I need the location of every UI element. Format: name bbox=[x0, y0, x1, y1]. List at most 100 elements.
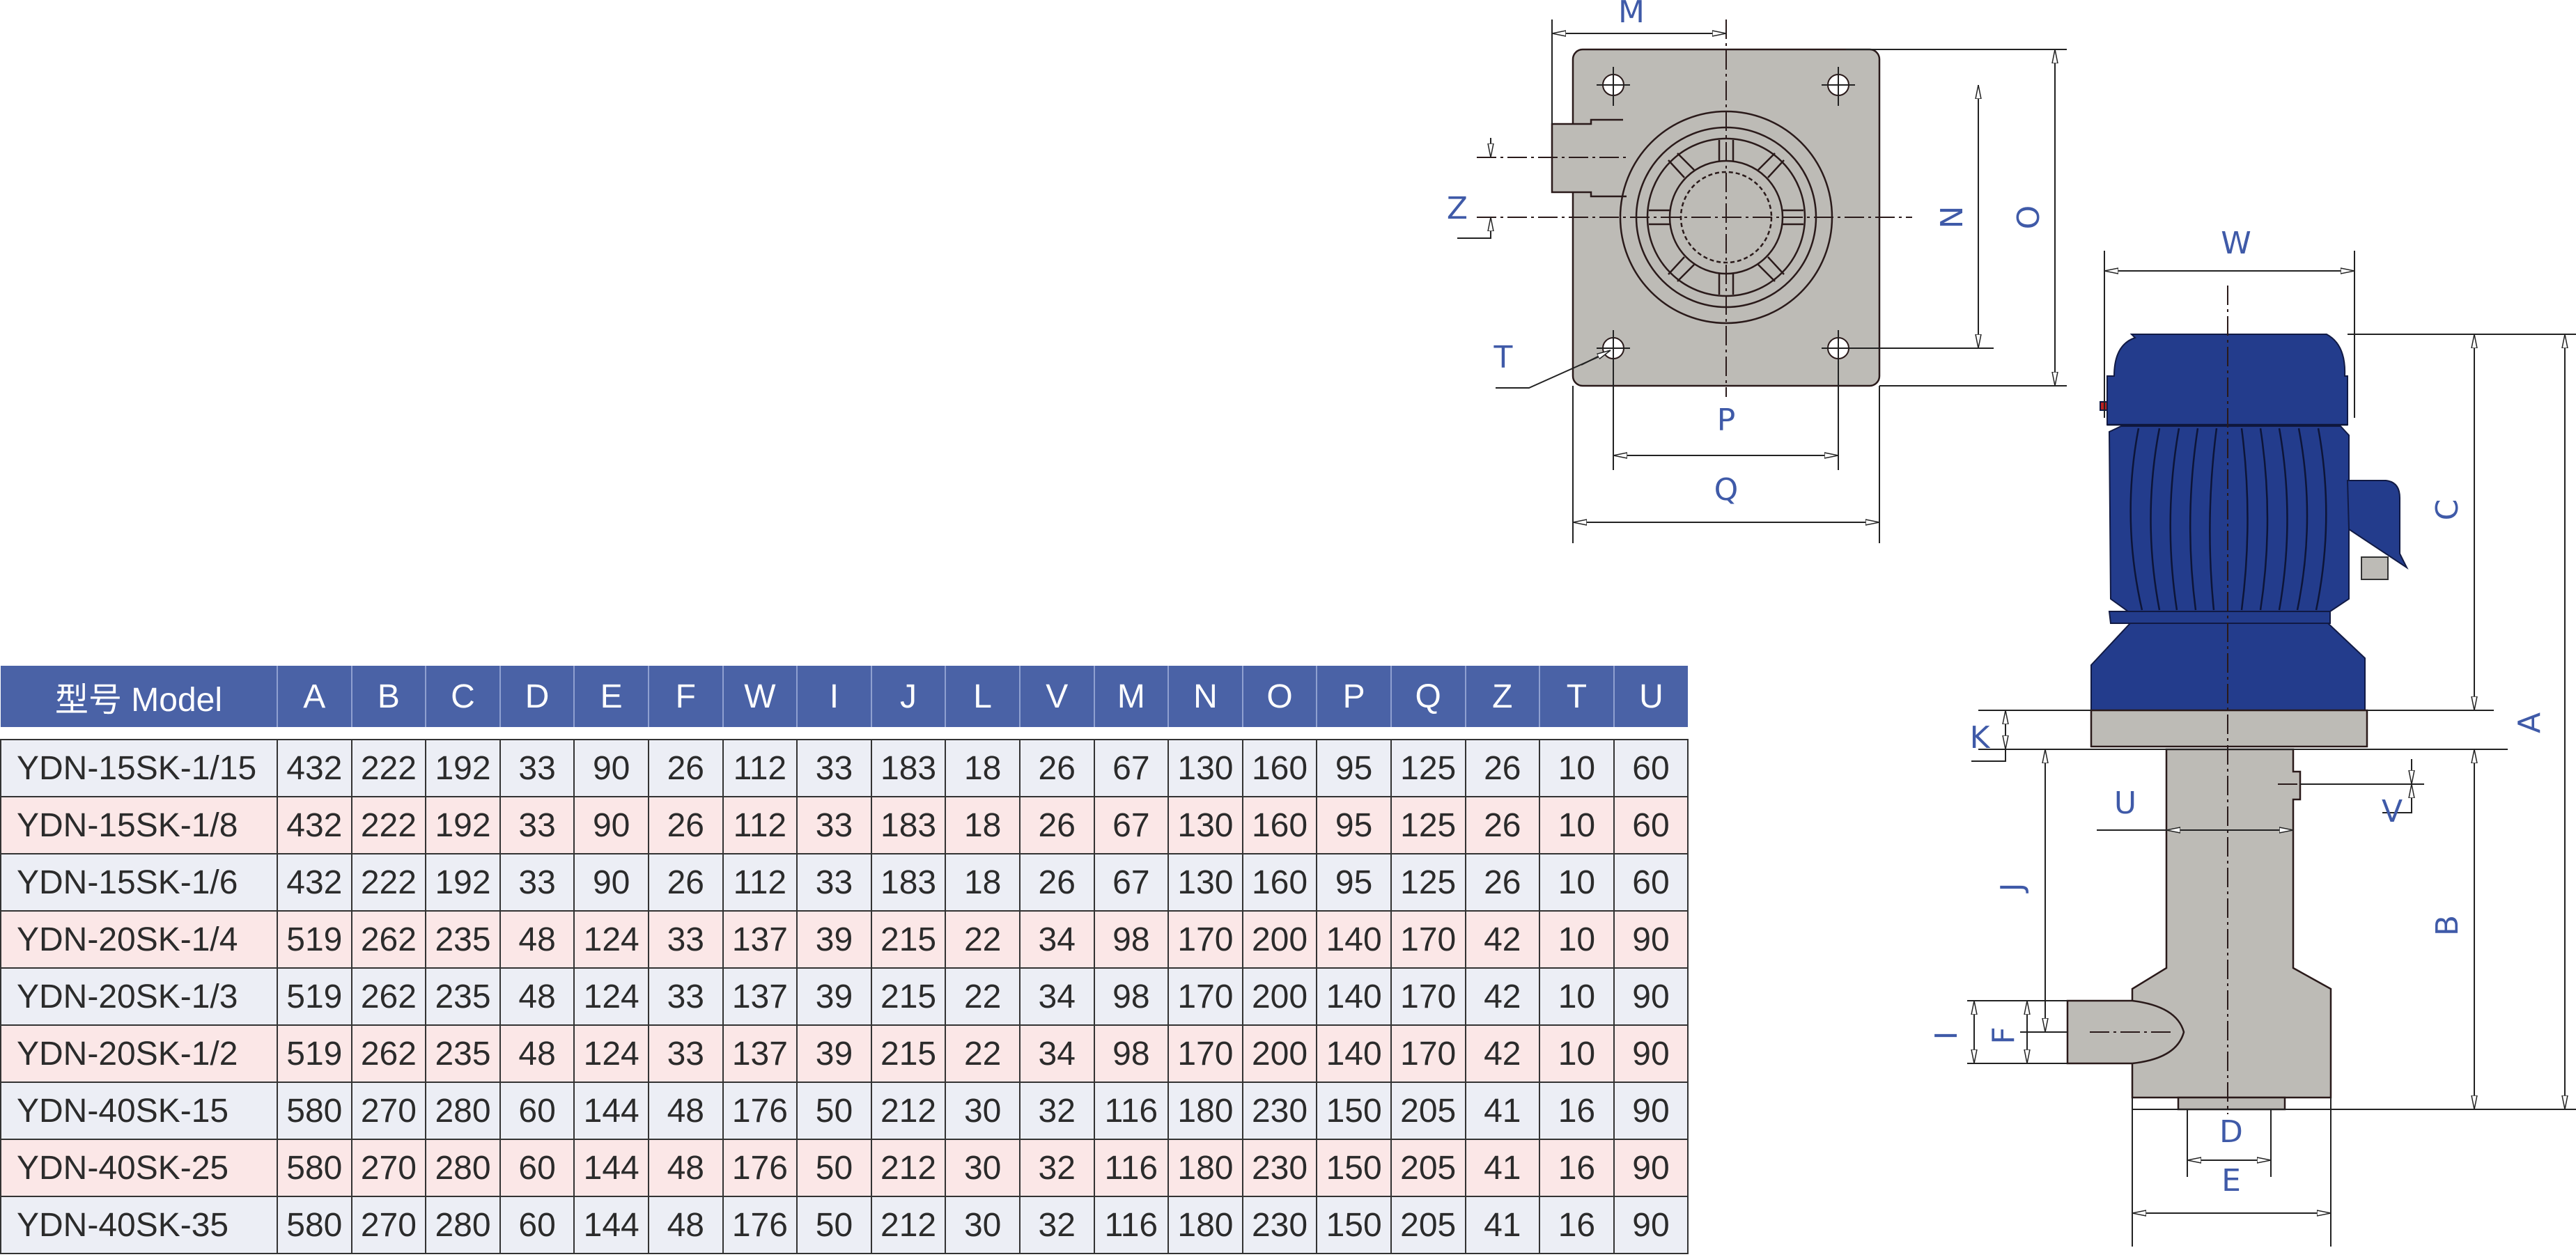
dimension-cell-b: 270 bbox=[350, 1082, 427, 1140]
dim-label-w: W bbox=[2221, 226, 2251, 261]
column-header-j: J bbox=[870, 666, 946, 727]
dimension-cell-a: 580 bbox=[277, 1139, 352, 1197]
dimension-cell-j: 215 bbox=[870, 1024, 947, 1083]
dimension-cell-t: 16 bbox=[1539, 1139, 1615, 1197]
model-cell: YDN-40SK-15 bbox=[0, 1082, 278, 1140]
dimension-cell-v: 32 bbox=[1018, 1196, 1095, 1254]
dim-label-p: P bbox=[1717, 403, 1736, 438]
dimension-cell-f: 48 bbox=[647, 1082, 724, 1140]
model-cell: YDN-40SK-25 bbox=[0, 1139, 278, 1197]
dimension-cell-q: 125 bbox=[1390, 739, 1466, 797]
dimension-cell-m: 116 bbox=[1093, 1139, 1170, 1197]
dimension-cell-d: 48 bbox=[499, 1024, 575, 1083]
dim-label-t: T bbox=[1493, 340, 1513, 375]
dimension-cell-e: 124 bbox=[573, 1024, 649, 1083]
dim-label-d: D bbox=[2219, 1114, 2243, 1150]
dimension-cell-l: 30 bbox=[945, 1196, 1021, 1254]
column-header-v: V bbox=[1018, 666, 1094, 727]
dimension-cell-q: 170 bbox=[1390, 1024, 1466, 1083]
dimension-cell-d: 33 bbox=[499, 796, 575, 854]
dimension-cell-l: 18 bbox=[945, 739, 1021, 797]
dimension-cell-a: 432 bbox=[277, 853, 352, 912]
dimension-cell-u: 60 bbox=[1613, 853, 1689, 912]
dimension-cell-a: 519 bbox=[277, 910, 352, 969]
dimension-cell-q: 205 bbox=[1390, 1196, 1466, 1254]
column-header-z: Z bbox=[1464, 666, 1540, 727]
column-header-n: N bbox=[1167, 666, 1243, 727]
dimension-cell-z: 41 bbox=[1464, 1196, 1541, 1254]
dimension-cell-m: 116 bbox=[1093, 1196, 1170, 1254]
dimension-cell-j: 183 bbox=[870, 739, 947, 797]
dimension-cell-e: 144 bbox=[573, 1139, 649, 1197]
dimension-cell-t: 10 bbox=[1539, 796, 1615, 854]
dimension-cell-m: 67 bbox=[1093, 853, 1170, 912]
column-header-u: U bbox=[1613, 666, 1689, 727]
dimension-cell-n: 180 bbox=[1167, 1196, 1243, 1254]
dimension-cell-o: 160 bbox=[1241, 739, 1318, 797]
dimension-cell-p: 140 bbox=[1316, 1024, 1392, 1083]
dim-label-c: C bbox=[2430, 499, 2465, 521]
dimension-cell-v: 34 bbox=[1018, 910, 1095, 969]
dimension-cell-p: 95 bbox=[1316, 853, 1392, 912]
dimension-cell-n: 180 bbox=[1167, 1082, 1243, 1140]
dimension-cell-m: 116 bbox=[1093, 1082, 1170, 1140]
dimension-cell-w: 137 bbox=[722, 910, 798, 969]
dimension-cell-t: 16 bbox=[1539, 1196, 1615, 1254]
column-header-q: Q bbox=[1390, 666, 1466, 727]
dimension-cell-z: 42 bbox=[1464, 1024, 1541, 1083]
dimension-cell-c: 235 bbox=[425, 967, 501, 1026]
dimension-cell-d: 48 bbox=[499, 910, 575, 969]
dimension-cell-v: 34 bbox=[1018, 1024, 1095, 1083]
dimension-cell-e: 144 bbox=[573, 1196, 649, 1254]
dimension-cell-a: 519 bbox=[277, 967, 352, 1026]
table-spacer-cell bbox=[1, 727, 1689, 740]
dimension-cell-u: 60 bbox=[1613, 796, 1689, 854]
dimension-cell-i: 33 bbox=[796, 853, 872, 912]
dimension-cell-j: 212 bbox=[870, 1139, 947, 1197]
dimension-cell-c: 192 bbox=[425, 853, 501, 912]
column-header-a: A bbox=[277, 666, 352, 727]
column-header-d: D bbox=[499, 666, 575, 727]
table-spacer bbox=[1, 727, 1689, 740]
dimension-cell-z: 26 bbox=[1464, 796, 1541, 854]
dimension-cell-o: 200 bbox=[1241, 910, 1318, 969]
model-cell: YDN-20SK-1/3 bbox=[0, 967, 278, 1026]
dimension-cell-u: 90 bbox=[1613, 1196, 1689, 1254]
dimension-cell-p: 95 bbox=[1316, 796, 1392, 854]
dimension-cell-o: 160 bbox=[1241, 796, 1318, 854]
dimension-cell-f: 33 bbox=[647, 910, 724, 969]
dimension-cell-a: 432 bbox=[277, 796, 352, 854]
column-header-o: O bbox=[1241, 666, 1317, 727]
dimension-cell-z: 41 bbox=[1464, 1139, 1541, 1197]
dimension-cell-n: 130 bbox=[1167, 739, 1243, 797]
dimension-cell-a: 580 bbox=[277, 1196, 352, 1254]
dimension-cell-l: 30 bbox=[945, 1139, 1021, 1197]
column-header-m: M bbox=[1093, 666, 1169, 727]
dimension-cell-j: 212 bbox=[870, 1196, 947, 1254]
dimension-cell-m: 67 bbox=[1093, 796, 1170, 854]
dimension-cell-l: 18 bbox=[945, 796, 1021, 854]
dimension-cell-e: 144 bbox=[573, 1082, 649, 1140]
dimension-cell-z: 42 bbox=[1464, 967, 1541, 1026]
dimension-cell-t: 10 bbox=[1539, 910, 1615, 969]
dimension-cell-d: 60 bbox=[499, 1196, 575, 1254]
dimension-cell-p: 95 bbox=[1316, 739, 1392, 797]
dimension-cell-w: 176 bbox=[722, 1139, 798, 1197]
dimension-cell-l: 18 bbox=[945, 853, 1021, 912]
column-header-f: F bbox=[647, 666, 723, 727]
dimension-cell-j: 212 bbox=[870, 1082, 947, 1140]
dimension-cell-d: 60 bbox=[499, 1139, 575, 1197]
dimension-cell-w: 112 bbox=[722, 796, 798, 854]
dimension-cell-q: 170 bbox=[1390, 967, 1466, 1026]
dimension-cell-i: 50 bbox=[796, 1082, 872, 1140]
dimension-cell-d: 48 bbox=[499, 967, 575, 1026]
dim-label-k: K bbox=[1970, 720, 1991, 756]
model-cell: YDN-15SK-1/8 bbox=[0, 796, 278, 854]
dimension-cell-v: 32 bbox=[1018, 1139, 1095, 1197]
dimension-cell-v: 26 bbox=[1018, 796, 1095, 854]
column-header-w: W bbox=[722, 666, 798, 727]
